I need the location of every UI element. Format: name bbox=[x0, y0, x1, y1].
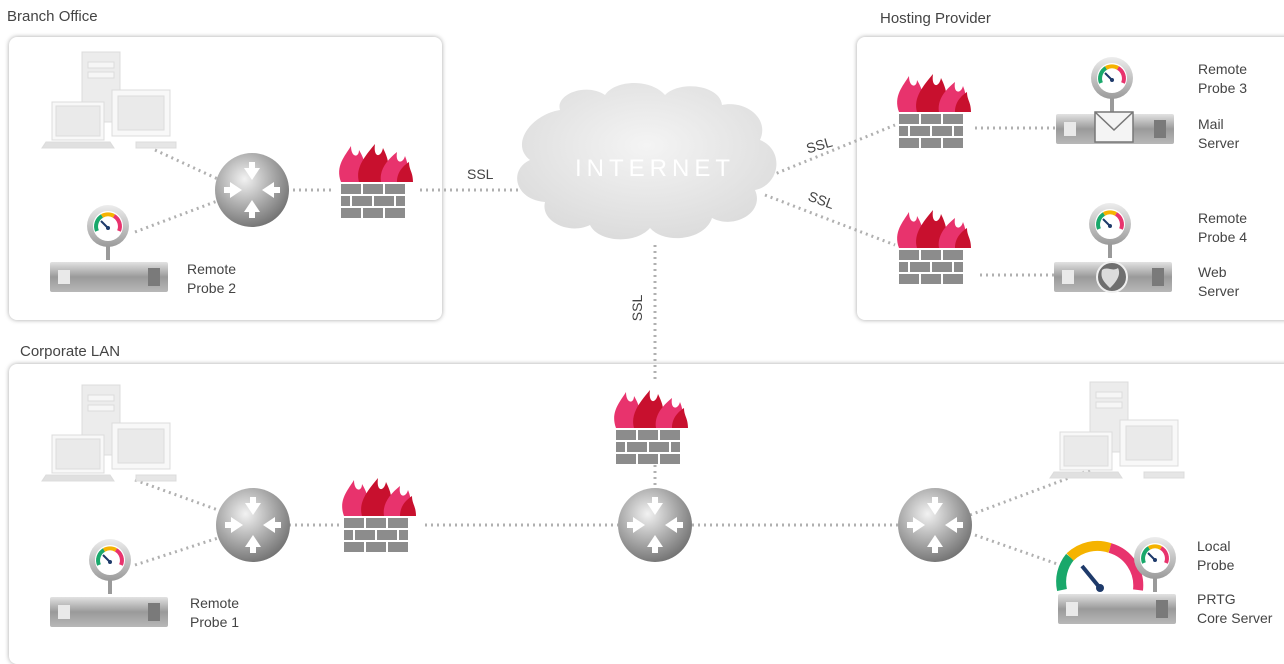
mail-server-label: Mail Server bbox=[1198, 115, 1239, 153]
corporate-right-router-icon bbox=[898, 488, 972, 562]
corporate-ssl-label: SSL bbox=[629, 294, 646, 322]
network-diagram-canvas: INTERNET bbox=[41, 51, 1185, 627]
local-probe-line2: Probe bbox=[1197, 557, 1235, 573]
hosting-firewall-bottom-icon bbox=[897, 210, 971, 284]
hosting-firewall-top-icon bbox=[897, 74, 971, 148]
corporate-lan-title: Corporate LAN bbox=[20, 343, 121, 360]
corporate-left-firewall-icon bbox=[342, 478, 416, 552]
local-probe-line1: Local bbox=[1197, 538, 1231, 554]
probe-3-gauge-icon bbox=[1089, 55, 1135, 114]
corporate-left-router-icon bbox=[216, 488, 290, 562]
internet-cloud-icon: INTERNET bbox=[517, 82, 777, 240]
remote-probe-4-line2: Probe 4 bbox=[1198, 229, 1248, 245]
core-server-icon bbox=[1058, 594, 1176, 624]
mail-server-line1: Mail bbox=[1198, 116, 1224, 132]
globe-icon bbox=[1096, 261, 1128, 293]
internet-label: INTERNET bbox=[575, 155, 735, 182]
remote-probe-3-line2: Probe 3 bbox=[1198, 80, 1248, 96]
speedometer-icon bbox=[1056, 540, 1144, 592]
web-server-label: Web Server bbox=[1198, 263, 1239, 301]
corporate-left-desktop-icon bbox=[41, 384, 177, 482]
core-server-line2: Core Server bbox=[1197, 610, 1273, 626]
connector-lines bbox=[134, 123, 1091, 567]
web-server-line1: Web bbox=[1198, 264, 1227, 280]
corporate-center-router-icon bbox=[618, 488, 692, 562]
probe-4-gauge-icon bbox=[1087, 201, 1133, 260]
remote-probe-1-line1: Remote bbox=[190, 595, 240, 611]
corporate-right-desktop-icon bbox=[1049, 381, 1185, 479]
remote-probe-1-label: Remote Probe 1 bbox=[190, 594, 239, 632]
remote-probe-1-line2: Probe 1 bbox=[190, 614, 240, 630]
remote-probe-2-label: Remote Probe 2 bbox=[187, 260, 236, 298]
corporate-firewall-icon bbox=[614, 390, 688, 464]
branch-firewall-icon bbox=[339, 144, 413, 218]
remote-probe-4-label: Remote Probe 4 bbox=[1198, 209, 1247, 247]
branch-ssl-label: SSL bbox=[467, 166, 494, 182]
web-server-line2: Server bbox=[1198, 283, 1240, 299]
core-server-line1: PRTG bbox=[1197, 591, 1236, 607]
probe-1-gauge-icon bbox=[87, 537, 133, 596]
probe-1-server-icon bbox=[50, 597, 168, 627]
hosting-provider-title: Hosting Provider bbox=[880, 10, 991, 27]
remote-probe-3-label: Remote Probe 3 bbox=[1198, 60, 1247, 98]
remote-probe-4-line1: Remote bbox=[1198, 210, 1248, 226]
probe-2-gauge-icon bbox=[85, 203, 131, 262]
mail-envelope-icon bbox=[1094, 111, 1134, 143]
core-server-label: PRTG Core Server bbox=[1197, 590, 1272, 628]
remote-probe-2-line1: Remote bbox=[187, 261, 237, 277]
branch-router-icon bbox=[215, 153, 289, 227]
branch-office-title: Branch Office bbox=[7, 8, 98, 25]
local-probe-label: Local Probe bbox=[1197, 537, 1234, 575]
probe-2-server-icon bbox=[50, 262, 168, 292]
mail-server-line2: Server bbox=[1198, 135, 1240, 151]
branch-desktop-icon bbox=[41, 51, 177, 149]
remote-probe-3-line1: Remote bbox=[1198, 61, 1248, 77]
remote-probe-2-line2: Probe 2 bbox=[187, 280, 237, 296]
